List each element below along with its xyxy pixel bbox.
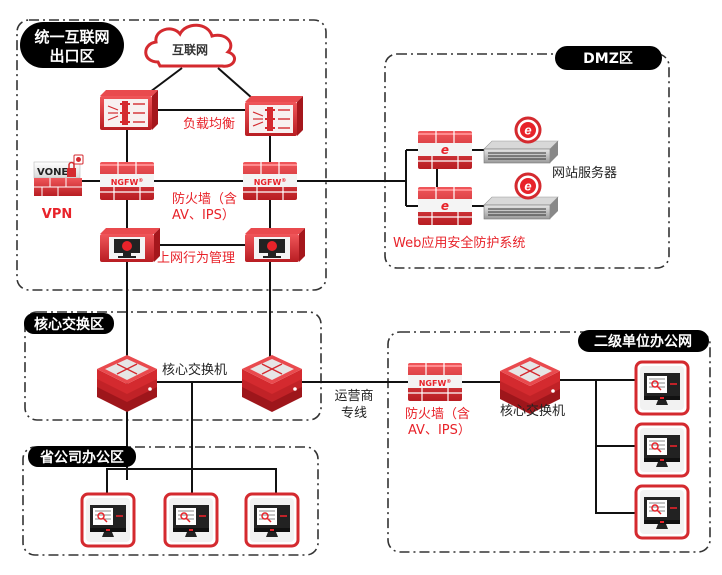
zone-title-branch: 二级单位办公网 xyxy=(594,333,692,350)
zone-badge-dmz: DMZ区 xyxy=(555,46,662,70)
ngfw-label: NGFW® xyxy=(419,379,452,388)
branch-pc-icon xyxy=(634,484,690,540)
zone-title-internet-exit-line2: 出口区 xyxy=(49,47,94,65)
ngfw-label: NGFW® xyxy=(111,178,144,187)
link-branch-bus xyxy=(595,380,640,514)
registered-mark: ® xyxy=(446,379,451,385)
vpn-brand-label: VONE xyxy=(37,167,68,178)
lock-icon xyxy=(67,168,76,177)
svg-text:e: e xyxy=(441,199,449,213)
branch-core-switch-label: 核心交换机 xyxy=(500,403,565,419)
internet-cloud-icon: 互联网 xyxy=(144,23,237,68)
branch-firewall-label-line1: 防火墙（含 xyxy=(405,406,470,422)
core-switch-icon xyxy=(241,354,303,413)
load-balancer-label: 负载均衡 xyxy=(183,117,235,132)
zone-title-core: 核心交换区 xyxy=(34,316,104,333)
zone-badge-branch: 二级单位办公网 xyxy=(578,330,709,352)
svg-text:e: e xyxy=(441,143,449,157)
ie-browser-icon xyxy=(514,116,542,144)
link-province-bus xyxy=(106,468,277,495)
load-balancer-icon xyxy=(99,89,159,131)
firewall-2: NGFW® xyxy=(242,161,298,201)
province-pc-icon xyxy=(244,492,300,548)
web-server-label: 网站服务器 xyxy=(552,165,617,181)
zone-title-dmz: DMZ区 xyxy=(583,51,633,67)
carrier-line-label-1: 运营商 xyxy=(334,389,373,404)
ngfw-label: NGFW® xyxy=(254,178,287,187)
vpn-label: VPN xyxy=(42,207,72,222)
waf-1: e xyxy=(417,130,473,170)
behavior-management-icon xyxy=(245,228,305,262)
zone-title-province: 省公司办公区 xyxy=(39,449,124,466)
province-pc-icon xyxy=(80,492,136,548)
zone-province-office xyxy=(22,446,319,556)
firewall-label-line2: AV、IPS） xyxy=(172,208,235,223)
load-balancer-icon xyxy=(244,95,304,137)
behavior-management-label: 上网行为管理 xyxy=(157,251,235,266)
link-internet-lb1 xyxy=(149,67,183,93)
firewall-1: NGFW® xyxy=(99,161,155,201)
branch-firewall: NGFW® xyxy=(407,362,463,402)
registered-mark: ® xyxy=(138,178,143,184)
zone-badge-province: 省公司办公区 xyxy=(28,446,136,467)
firewall-label-line1: 防火墙（含 xyxy=(172,191,237,207)
branch-pc-icon xyxy=(634,360,690,416)
waf-2: e xyxy=(417,186,473,226)
internet-label: 互联网 xyxy=(172,43,208,57)
zone-internet-exit xyxy=(16,19,327,291)
web-server-icon xyxy=(483,196,559,220)
links xyxy=(82,67,640,514)
zone-branch-office xyxy=(387,331,711,553)
carrier-line-label-2: 专线 xyxy=(341,406,367,421)
branch-firewall-label-line2: AV、IPS） xyxy=(408,423,471,438)
ie-browser-icon xyxy=(514,172,542,200)
waf-label: Web应用安全防护系统 xyxy=(393,235,525,251)
registered-mark: ® xyxy=(281,178,286,184)
vpn-device: VONE xyxy=(33,154,84,196)
link-internet-lb2 xyxy=(217,67,253,99)
web-server-icon xyxy=(483,140,559,164)
zone-dmz xyxy=(384,53,670,269)
zone-core-switching xyxy=(24,311,322,421)
zone-title-internet-exit-line1: 统一互联网 xyxy=(34,28,109,46)
core-switch-icon xyxy=(96,354,158,413)
province-pc-icon xyxy=(163,492,219,548)
core-switch-label: 核心交换机 xyxy=(162,362,227,378)
zone-badge-internet-exit: 统一互联网 出口区 xyxy=(20,22,124,68)
behavior-management-icon xyxy=(100,228,160,262)
zone-badge-core: 核心交换区 xyxy=(24,313,114,334)
branch-pc-icon xyxy=(634,422,690,478)
